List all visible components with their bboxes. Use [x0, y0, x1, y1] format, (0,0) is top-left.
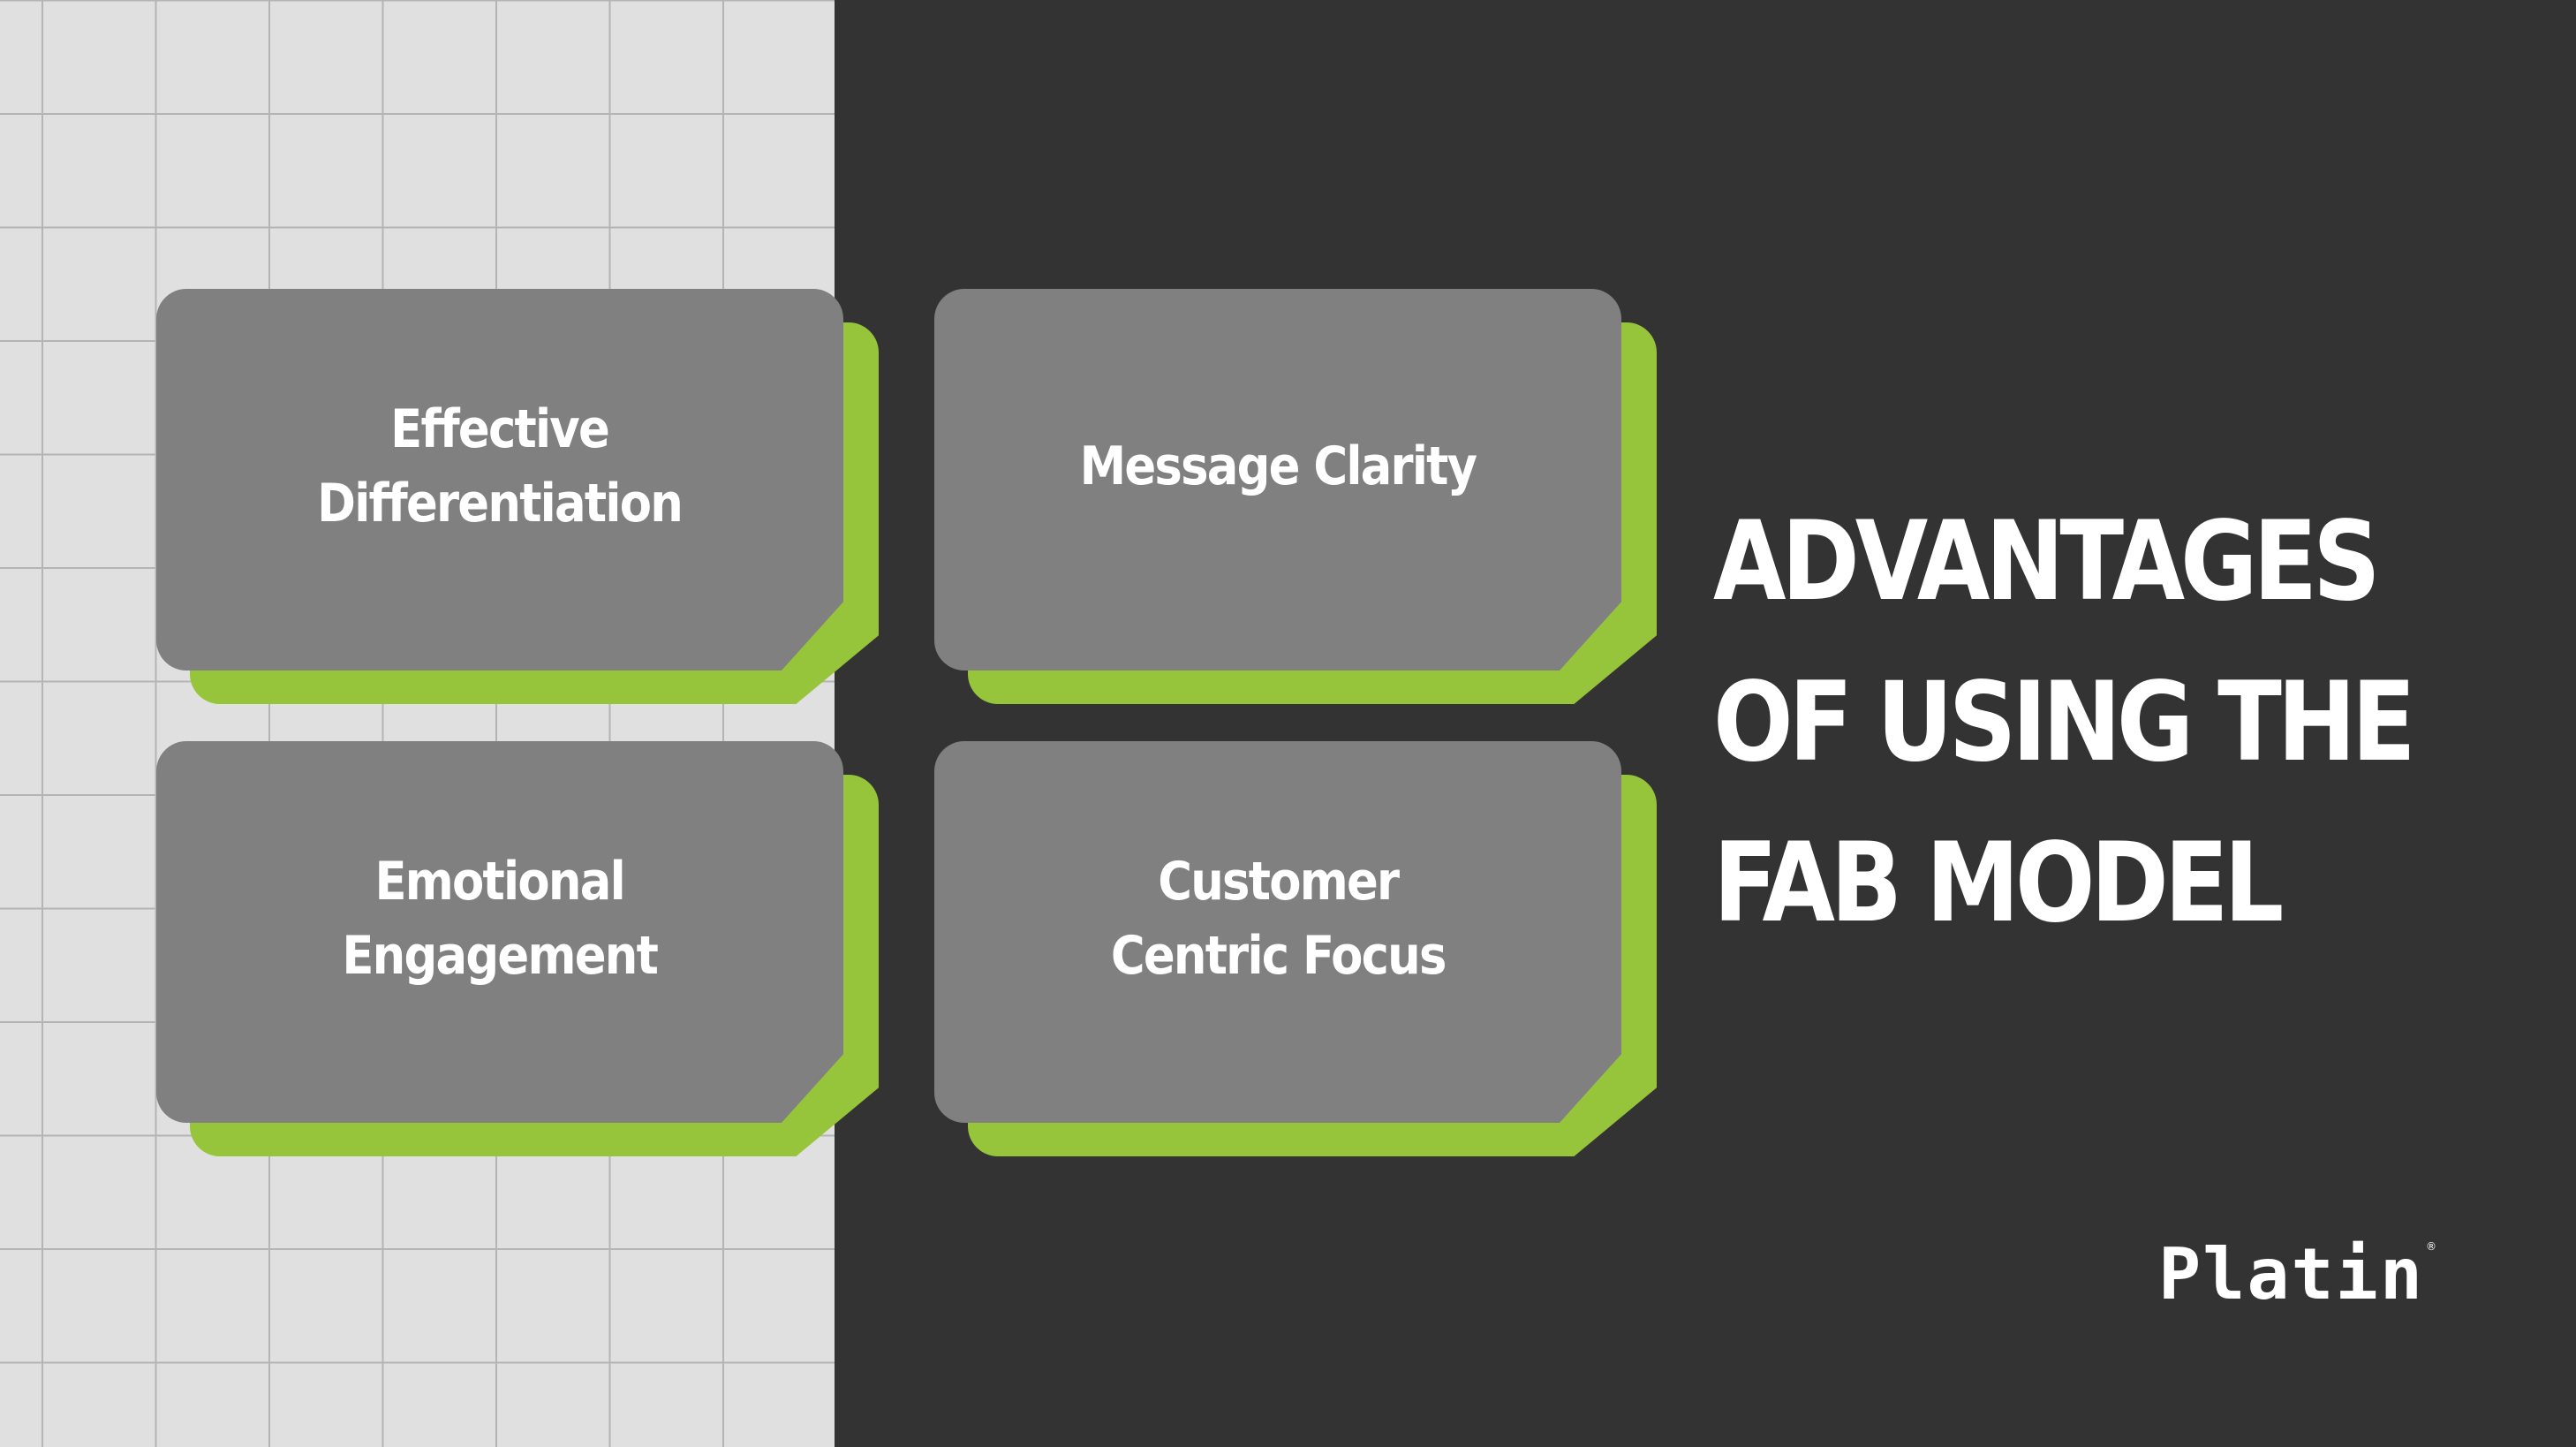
- advantage-card-effective-differentiation: Effective Differentiation: [156, 289, 879, 704]
- card-body: Emotional Engagement: [156, 741, 843, 1123]
- platin-logo: Platin ®: [2158, 1233, 2436, 1315]
- title-line-1: ADVANTAGES: [1713, 498, 2381, 625]
- title-line-3: FAB MODEL: [1713, 820, 2284, 947]
- card-label: Customer Centric Focus: [1110, 851, 1447, 987]
- registered-mark-icon: ®: [2425, 1240, 2436, 1253]
- card-body: Effective Differentiation: [156, 289, 843, 670]
- card-body: Message Clarity: [934, 289, 1621, 670]
- card-label: Message Clarity: [1079, 436, 1477, 497]
- dark-background-panel: [835, 0, 2576, 1447]
- grid-background-panel: [0, 0, 835, 1447]
- card-body: Customer Centric Focus: [934, 741, 1621, 1123]
- advantage-card-customer-centric-focus: Customer Centric Focus: [934, 741, 1657, 1156]
- card-label: Effective Differentiation: [317, 398, 684, 534]
- card-label: Emotional Engagement: [342, 851, 660, 987]
- page-title: ADVANTAGES OF USING THE FAB MODEL: [1713, 481, 2416, 964]
- logo-wordmark: Platin: [2158, 1233, 2424, 1315]
- advantage-card-emotional-engagement: Emotional Engagement: [156, 741, 879, 1156]
- title-line-2: OF USING THE: [1713, 659, 2416, 786]
- advantage-card-message-clarity: Message Clarity: [934, 289, 1657, 704]
